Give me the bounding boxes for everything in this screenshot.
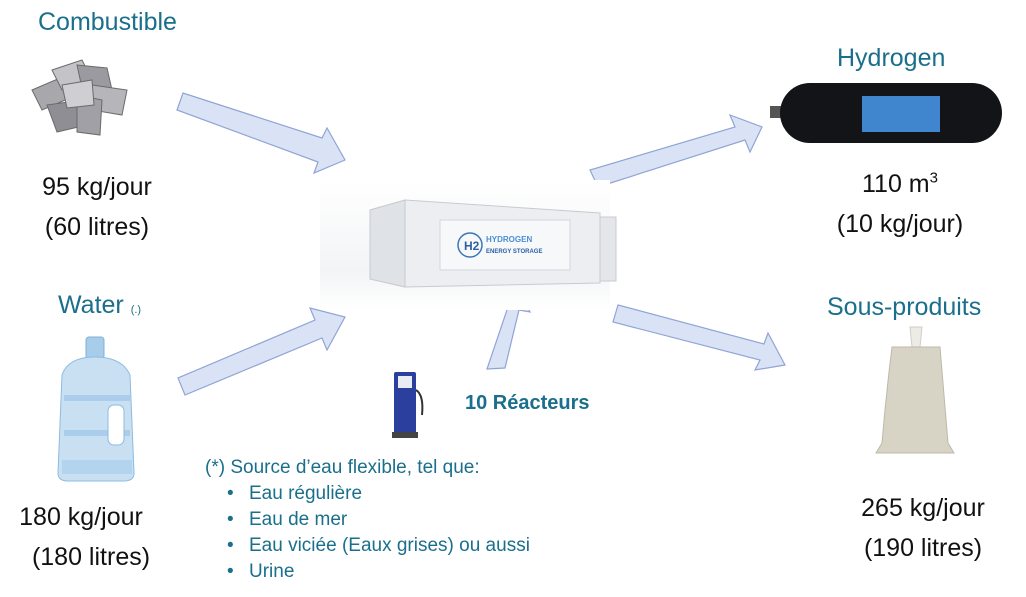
container-label-line2: ENERGY STORAGE [486,249,542,255]
list-item: Eau de mer [227,507,585,533]
byproducts-quantity: 265 kg/jour [861,494,985,522]
water-quantity: 180 kg/jour [19,503,143,531]
input-title-water: Water (.) [58,291,141,320]
note-marker: (*) [205,457,226,478]
water-title-text: Water [58,291,124,319]
arrow-to-hydrogen [589,113,763,188]
container-logo: H2 [464,239,480,253]
arrow-combustible-to-reactor [176,92,346,175]
water-volume: (180 litres) [31,543,151,571]
hydrogen-container-icon: H2 HYDROGEN ENERGY STORAGE [369,199,617,288]
arrow-to-byproducts [612,304,786,371]
hydrogen-quantity-value: 110 m [862,170,930,198]
water-source-list: Eau régulière Eau de mer Eau viciée (Eau… [205,481,585,585]
arrow-water-to-reactor [177,307,346,396]
hydrogen-volume: (10 kg/jour) [836,210,964,238]
list-item: Eau viciée (Eaux grises) ou aussi [227,533,585,559]
water-source-note: (*) Source d’eau flexible, tel que: Eau … [205,455,585,585]
container-label-line1: HYDROGEN [486,235,532,244]
list-item: Eau régulière [227,481,585,507]
combustible-quantity: 95 kg/jour [42,173,152,201]
gas-cylinder-icon [770,83,1002,143]
hydrogen-quantity-unit-exponent: 3 [929,169,938,187]
sand-bag-icon [875,326,955,454]
input-title-combustible: Combustible [38,8,177,36]
water-footnote-mark: (.) [130,304,142,316]
list-item: Urine [227,559,585,585]
water-jug-icon [57,336,135,482]
hydrogen-quantity: 110 m3 [820,164,980,204]
combustible-volume: (60 litres) [44,213,150,241]
note-heading-text: Source d’eau flexible, tel que: [230,457,480,478]
byproducts-volume: (190 litres) [863,534,983,562]
note-heading: (*) Source d’eau flexible, tel que: [205,455,585,481]
output-title-hydrogen: Hydrogen [837,44,946,72]
metal-ingots-icon [31,59,128,136]
reactors-label: 10 Réacteurs [465,392,590,414]
fuel-dispenser-icon [392,372,424,438]
output-title-byproducts: Sous-produits [827,293,982,321]
